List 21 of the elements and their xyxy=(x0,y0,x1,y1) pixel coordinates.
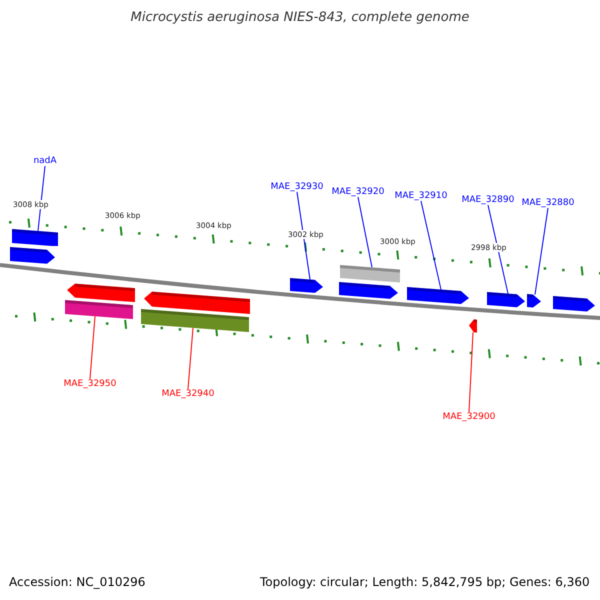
leader-line xyxy=(488,204,508,294)
leader-line xyxy=(534,208,548,296)
gene-label: MAE_32950 xyxy=(64,379,116,389)
gene-label: MAE_32890 xyxy=(462,195,514,205)
leader-line xyxy=(358,196,372,268)
gene-label: nadA xyxy=(33,156,57,166)
accession-note: Accession: NC_010296 xyxy=(9,575,146,589)
title: Microcystis aeruginosa NIES-843, complete genome xyxy=(130,10,470,25)
gene-label: MAE_32930 xyxy=(270,182,324,192)
leader-line xyxy=(90,316,96,380)
genome-summary: Topology: circular; Length: 5,842,795 bp; Genes: 6,360 xyxy=(260,575,590,589)
leader-line xyxy=(188,327,194,390)
gene-label: MAE_32910 xyxy=(394,191,448,201)
leader-line xyxy=(38,166,46,232)
leader-line xyxy=(468,332,474,412)
gene-label: MAE_32920 xyxy=(332,187,384,197)
gene-label: MAE_32900 xyxy=(442,412,496,422)
gene-label: MAE_32940 xyxy=(162,389,214,399)
gene-label: MAE_32880 xyxy=(522,198,574,208)
leader-line xyxy=(296,192,310,280)
leader-line xyxy=(420,200,442,290)
